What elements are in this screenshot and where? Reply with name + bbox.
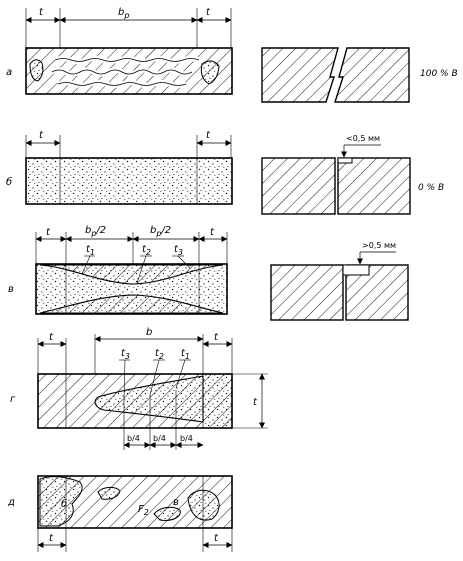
bp-subscript: p: [123, 11, 129, 20]
t-label: t: [214, 533, 219, 544]
bp-subscript: p: [155, 229, 161, 238]
t2-label: t2: [142, 244, 151, 257]
half-text: /2: [160, 225, 171, 236]
dimension-t-right-b: t: [196, 130, 232, 158]
bp-half-label-left: bp/2: [85, 225, 106, 238]
dimension-thickness-g: [232, 373, 268, 429]
t2-text: t: [142, 244, 147, 255]
dimension-row-v: [35, 232, 228, 264]
t3-text: t: [121, 348, 126, 359]
t-label: t: [49, 332, 54, 343]
dimension-t-right-a: t: [196, 7, 232, 48]
t1-subscript: 1: [185, 352, 190, 361]
fracture-section-a: [261, 47, 410, 103]
label-lt-05mm: <0,5 мм: [346, 134, 380, 143]
t1-text: t: [86, 244, 91, 255]
area-b-label: б: [61, 498, 67, 510]
dimension-row-g-bottom: [123, 390, 204, 450]
b-quarter-label: b/4: [180, 434, 193, 443]
t-label: t: [206, 7, 211, 18]
t-label: t: [206, 130, 211, 141]
t3-label: t3: [121, 348, 130, 361]
row-label-g: г: [10, 394, 16, 405]
label-gt-05mm: >0,5 мм: [362, 241, 396, 250]
area-v-label: в: [173, 497, 179, 508]
t3-subscript: 3: [178, 248, 183, 257]
dimension-row-g-top: [37, 334, 233, 374]
bp-half-label-right: bp/2: [150, 225, 171, 238]
t-label: t: [39, 130, 44, 141]
t2-label: t2: [155, 348, 164, 361]
fracture-section-b: [261, 144, 411, 215]
specimen-d: [37, 475, 233, 529]
bp-label: bp: [118, 7, 129, 20]
t1-text: t: [181, 348, 186, 359]
t3-subscript: 3: [125, 352, 130, 361]
dimension-bp-a: bp: [59, 7, 198, 48]
b-quarter-label: b/4: [153, 434, 166, 443]
specimen-v: [35, 255, 228, 315]
dimension-t-left-a: t: [25, 7, 61, 48]
dimension-row-d: [37, 528, 233, 552]
fracture-section-v: [270, 251, 409, 321]
t-label: t: [46, 227, 51, 238]
b-label: b: [146, 327, 152, 338]
t-label: t: [210, 227, 215, 238]
row-label-v: в: [8, 284, 14, 295]
t-thickness-label: t: [253, 397, 258, 408]
dimension-t-left-b: t: [25, 130, 61, 158]
bp-text: b: [118, 7, 124, 18]
bp-text: b: [150, 225, 156, 236]
t-label: t: [214, 332, 219, 343]
specimen-b: [25, 157, 233, 205]
b-quarter-label: b/4: [127, 434, 140, 443]
row-label-a: а: [6, 67, 12, 78]
t-label: t: [39, 7, 44, 18]
f2-label: F2: [138, 504, 149, 517]
bp-subscript: p: [90, 229, 96, 238]
t1-label: t1: [86, 244, 95, 257]
specimen-a: [25, 47, 233, 95]
row-label-d: д: [7, 497, 15, 508]
t1-subscript: 1: [90, 248, 95, 257]
t3-label: t3: [174, 244, 183, 257]
row-label-b: б: [6, 176, 12, 188]
t1-label: t1: [181, 348, 190, 361]
t-label: t: [49, 533, 54, 544]
t2-subscript: 2: [146, 248, 151, 257]
label-0-percent: 0 % В: [418, 183, 444, 193]
bp-text: b: [85, 225, 91, 236]
f-text: F: [138, 504, 144, 515]
f-subscript: 2: [144, 508, 149, 517]
t2-subscript: 2: [159, 352, 164, 361]
t3-text: t: [174, 244, 179, 255]
t2-text: t: [155, 348, 160, 359]
half-text: /2: [95, 225, 106, 236]
label-100-percent: 100 % В: [420, 69, 458, 79]
